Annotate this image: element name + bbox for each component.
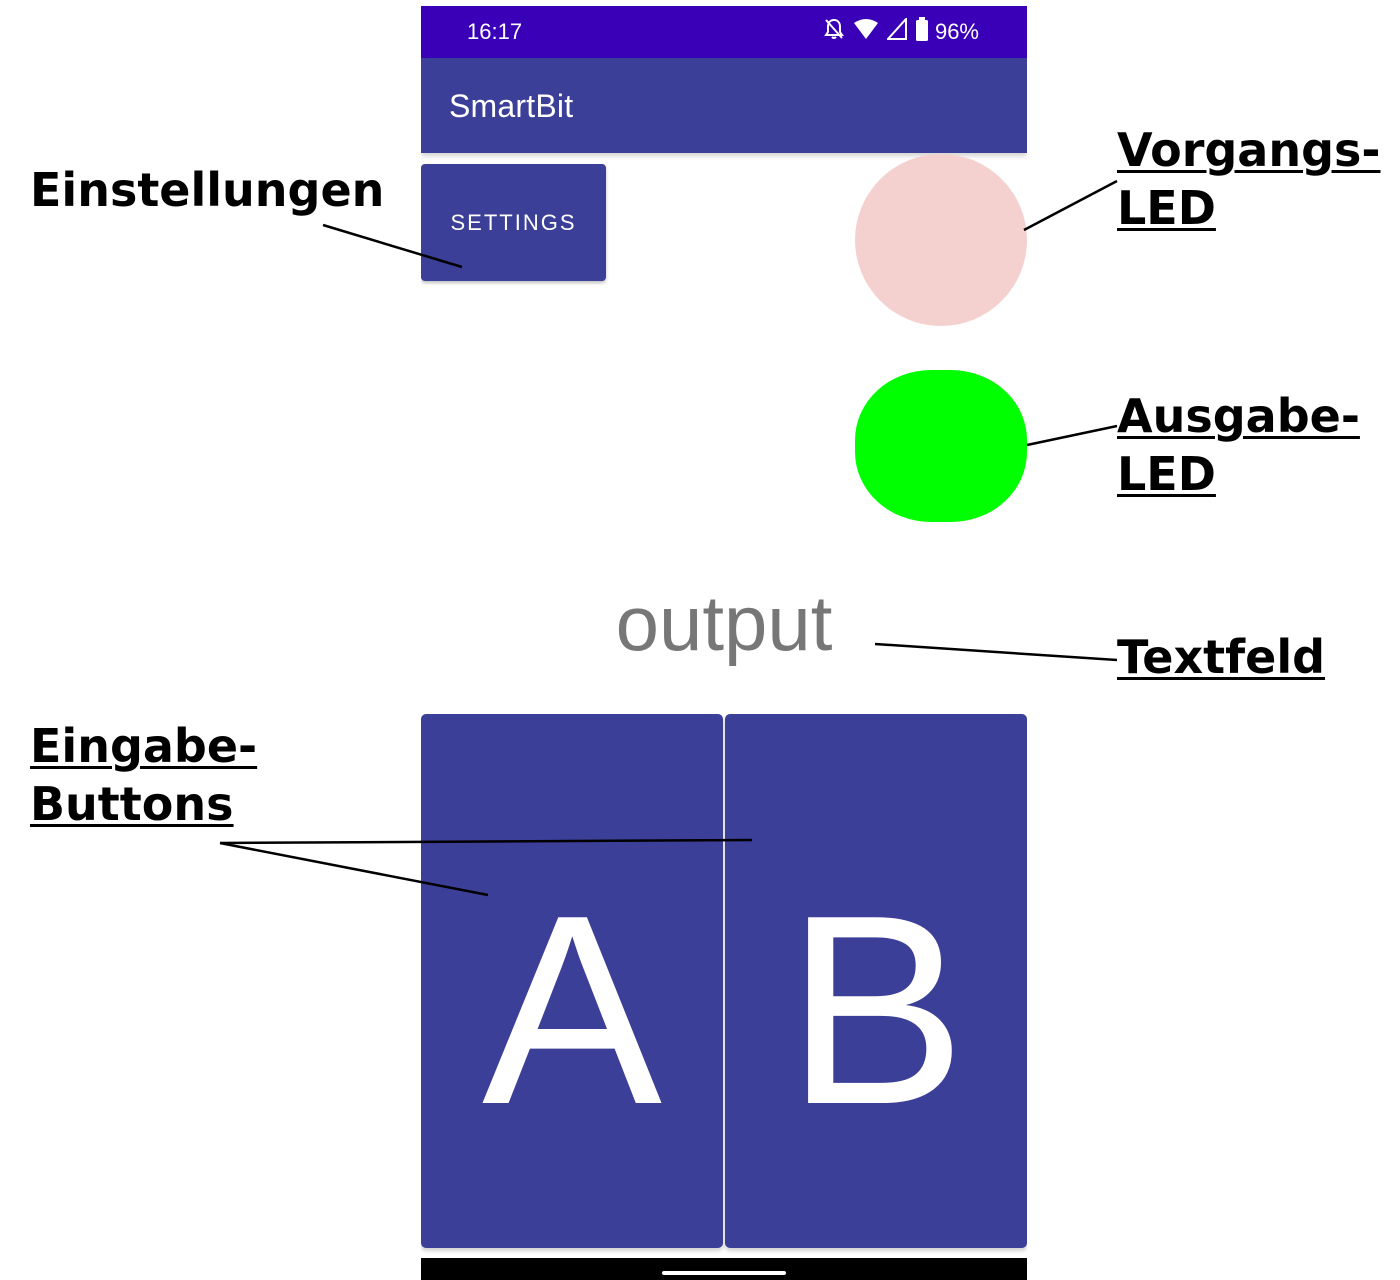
annotation-output-led-line2: LED [1117,447,1216,501]
output-led [855,370,1027,522]
status-time: 16:17 [467,19,523,44]
status-icons: 96% [815,16,979,47]
app-bar: SmartBit [421,58,1027,153]
app-title: SmartBit [449,88,574,124]
annotation-process-led-line1: Vorgangs- [1117,123,1381,177]
gesture-handle[interactable] [662,1271,786,1275]
annotation-text-field: Textfeld [1117,630,1326,684]
annotation-process-led-line2: LED [1117,181,1216,235]
input-button-b[interactable]: B [725,714,1027,1248]
annotation-input-buttons-line2: Buttons [30,777,234,831]
status-bar: 16:17 96% [421,6,1027,58]
annotation-output-led-line1: Ausgabe- [1117,389,1360,443]
settings-button[interactable]: SETTINGS [421,164,606,281]
input-button-a[interactable]: A [421,714,723,1248]
battery-percentage: 96% [934,19,979,44]
leader-line-output-led [1026,424,1118,447]
output-text-field: output [615,579,833,667]
wifi-icon [853,18,879,46]
signal-icon [885,16,907,46]
phone-screen: 16:17 96% SmartBit SETTINGS [421,6,1027,1280]
leader-line-process-led [1023,179,1118,232]
navigation-bar [421,1258,1027,1280]
process-led [855,154,1027,326]
annotation-settings: Einstellungen [30,163,385,217]
battery-icon [915,17,929,47]
annotation-input-buttons-line1: Eingabe- [30,719,258,773]
notifications-off-icon [823,17,845,47]
